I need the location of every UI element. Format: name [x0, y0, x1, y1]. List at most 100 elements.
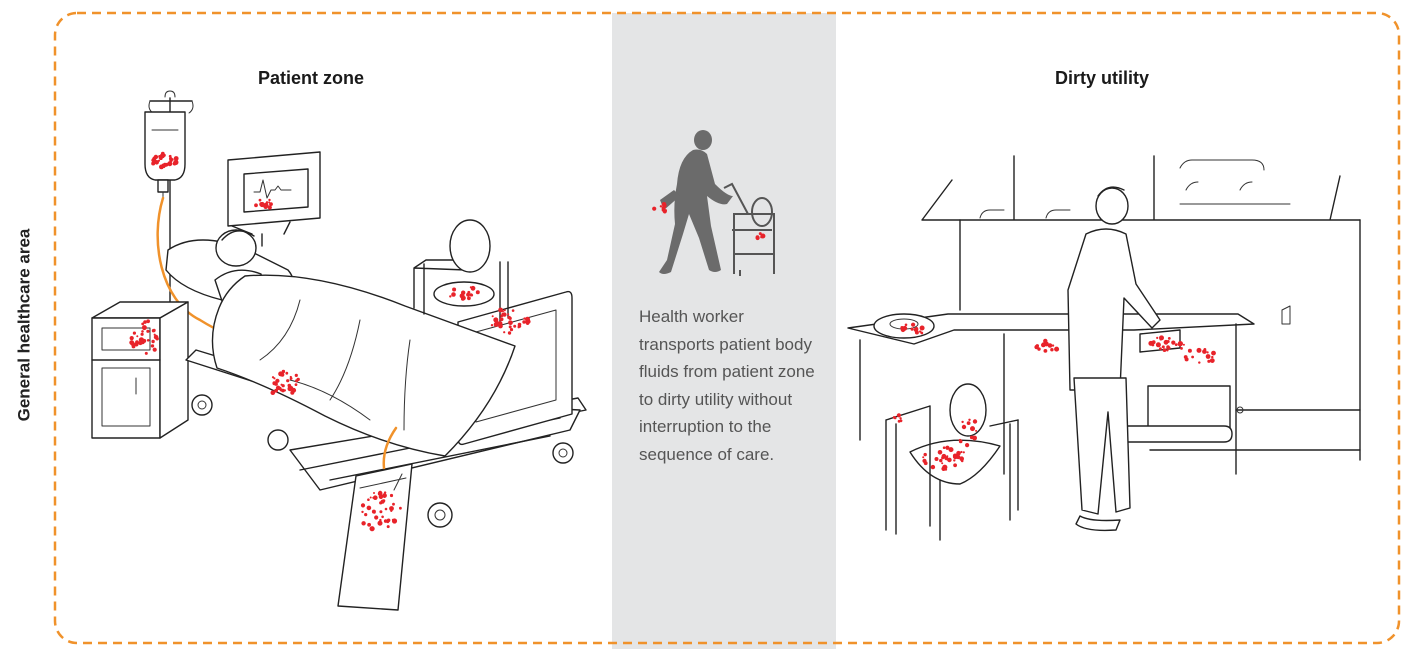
contamination-dot — [451, 292, 456, 297]
contamination-dot — [1191, 355, 1194, 359]
contamination-dot — [391, 518, 398, 524]
contamination-dot — [919, 325, 925, 331]
contamination-dot — [952, 453, 958, 458]
contamination-dot — [956, 450, 961, 456]
contamination-dot — [152, 328, 156, 332]
contamination-dot — [268, 201, 271, 204]
contamination-dot — [911, 322, 916, 327]
contamination-dot — [285, 371, 289, 375]
contamination-dot — [499, 317, 504, 322]
contamination-dot — [517, 326, 520, 329]
contamination-dot — [286, 379, 290, 383]
contamination-dot — [392, 502, 395, 506]
nurse-figure — [1067, 186, 1161, 532]
contamination-dot — [260, 202, 265, 206]
contamination-dot — [969, 435, 974, 440]
contamination-dot — [470, 293, 474, 297]
contamination-dot — [1187, 348, 1192, 353]
contamination-dot — [920, 331, 924, 335]
contamination-dot — [1203, 348, 1207, 351]
contamination-dot — [377, 520, 383, 526]
contamination-dot — [143, 320, 147, 324]
contamination-dot — [294, 373, 298, 377]
contamination-dot — [1162, 348, 1167, 352]
contamination-dot — [1211, 350, 1216, 356]
contamination-dot — [281, 369, 286, 374]
contamination-dot — [386, 525, 390, 529]
contamination-dot — [1047, 343, 1053, 348]
contamination-dot — [892, 416, 896, 419]
contamination-dot — [373, 492, 375, 494]
contamination-dot — [1148, 340, 1154, 346]
catheter-tube — [382, 426, 398, 470]
contamination-dot — [972, 435, 977, 441]
contamination-dot — [274, 388, 278, 393]
contamination-dot — [383, 491, 387, 494]
contamination-dot — [267, 205, 272, 210]
contamination-dot — [470, 285, 476, 291]
contamination-dot — [379, 518, 382, 522]
patient-zone-title: Patient zone — [258, 68, 365, 88]
contamination-dot — [153, 154, 159, 160]
contamination-dot — [1206, 351, 1209, 354]
contamination-dot — [507, 313, 510, 316]
healthcare-area-border — [53, 11, 1401, 645]
contamination-dot — [760, 233, 766, 239]
contamination-dot — [1163, 339, 1169, 345]
urine-bag-icon — [337, 463, 413, 611]
contamination-dot — [947, 457, 952, 463]
contamination-dot — [507, 331, 512, 335]
contamination-dot — [1183, 355, 1188, 359]
contamination-dot — [508, 325, 512, 329]
contamination-dot — [369, 496, 372, 499]
contamination-dot — [904, 323, 908, 327]
contamination-dot — [960, 450, 963, 454]
contamination-dot — [490, 324, 494, 327]
contamination-dot — [903, 327, 907, 330]
contamination-dot — [958, 439, 963, 444]
contamination-dot — [141, 322, 145, 326]
contamination-dot — [162, 162, 167, 167]
contamination-dot — [466, 292, 470, 297]
contamination-dot — [268, 198, 271, 202]
dirty-utility-illustration — [847, 155, 1361, 541]
contamination-dot — [968, 418, 971, 421]
contamination-dot — [140, 332, 144, 336]
contamination-dot — [141, 325, 147, 331]
contamination-dot — [896, 413, 902, 418]
contamination-dot — [369, 526, 375, 532]
contamination-dot — [961, 424, 967, 430]
contamination-dot — [367, 522, 371, 527]
contamination-dot — [497, 321, 503, 326]
contamination-dot — [270, 390, 276, 396]
contamination-dot — [475, 290, 480, 295]
contamination-dot — [146, 319, 151, 324]
contamination-dot — [269, 202, 273, 207]
contamination-dot — [275, 378, 280, 383]
contamination-dot — [168, 154, 172, 158]
contamination-dots — [129, 151, 1216, 532]
contamination-dot — [1211, 355, 1214, 359]
contamination-dot — [1209, 358, 1215, 363]
contamination-dot — [1043, 349, 1048, 353]
contamination-dot — [361, 510, 364, 514]
contamination-dot — [452, 287, 457, 292]
dirty-utility-title: Dirty utility — [1055, 68, 1150, 88]
contamination-dot — [144, 351, 148, 355]
contamination-dot — [503, 331, 506, 334]
contamination-dot — [134, 342, 139, 347]
contamination-dot — [281, 384, 285, 388]
contamination-dot — [271, 376, 275, 379]
contamination-dot — [384, 507, 388, 511]
contamination-dot — [146, 339, 150, 342]
contamination-dot — [467, 296, 471, 301]
contamination-dot — [661, 208, 665, 212]
contamination-dot — [941, 453, 947, 459]
contamination-dot — [1174, 343, 1178, 346]
contamination-dot — [132, 331, 136, 335]
contamination-dot — [1161, 345, 1165, 349]
contamination-dot — [502, 312, 507, 317]
commode-chair-icon-utility — [885, 383, 1019, 541]
contamination-dot — [129, 336, 134, 341]
monitor-icon — [227, 151, 321, 247]
